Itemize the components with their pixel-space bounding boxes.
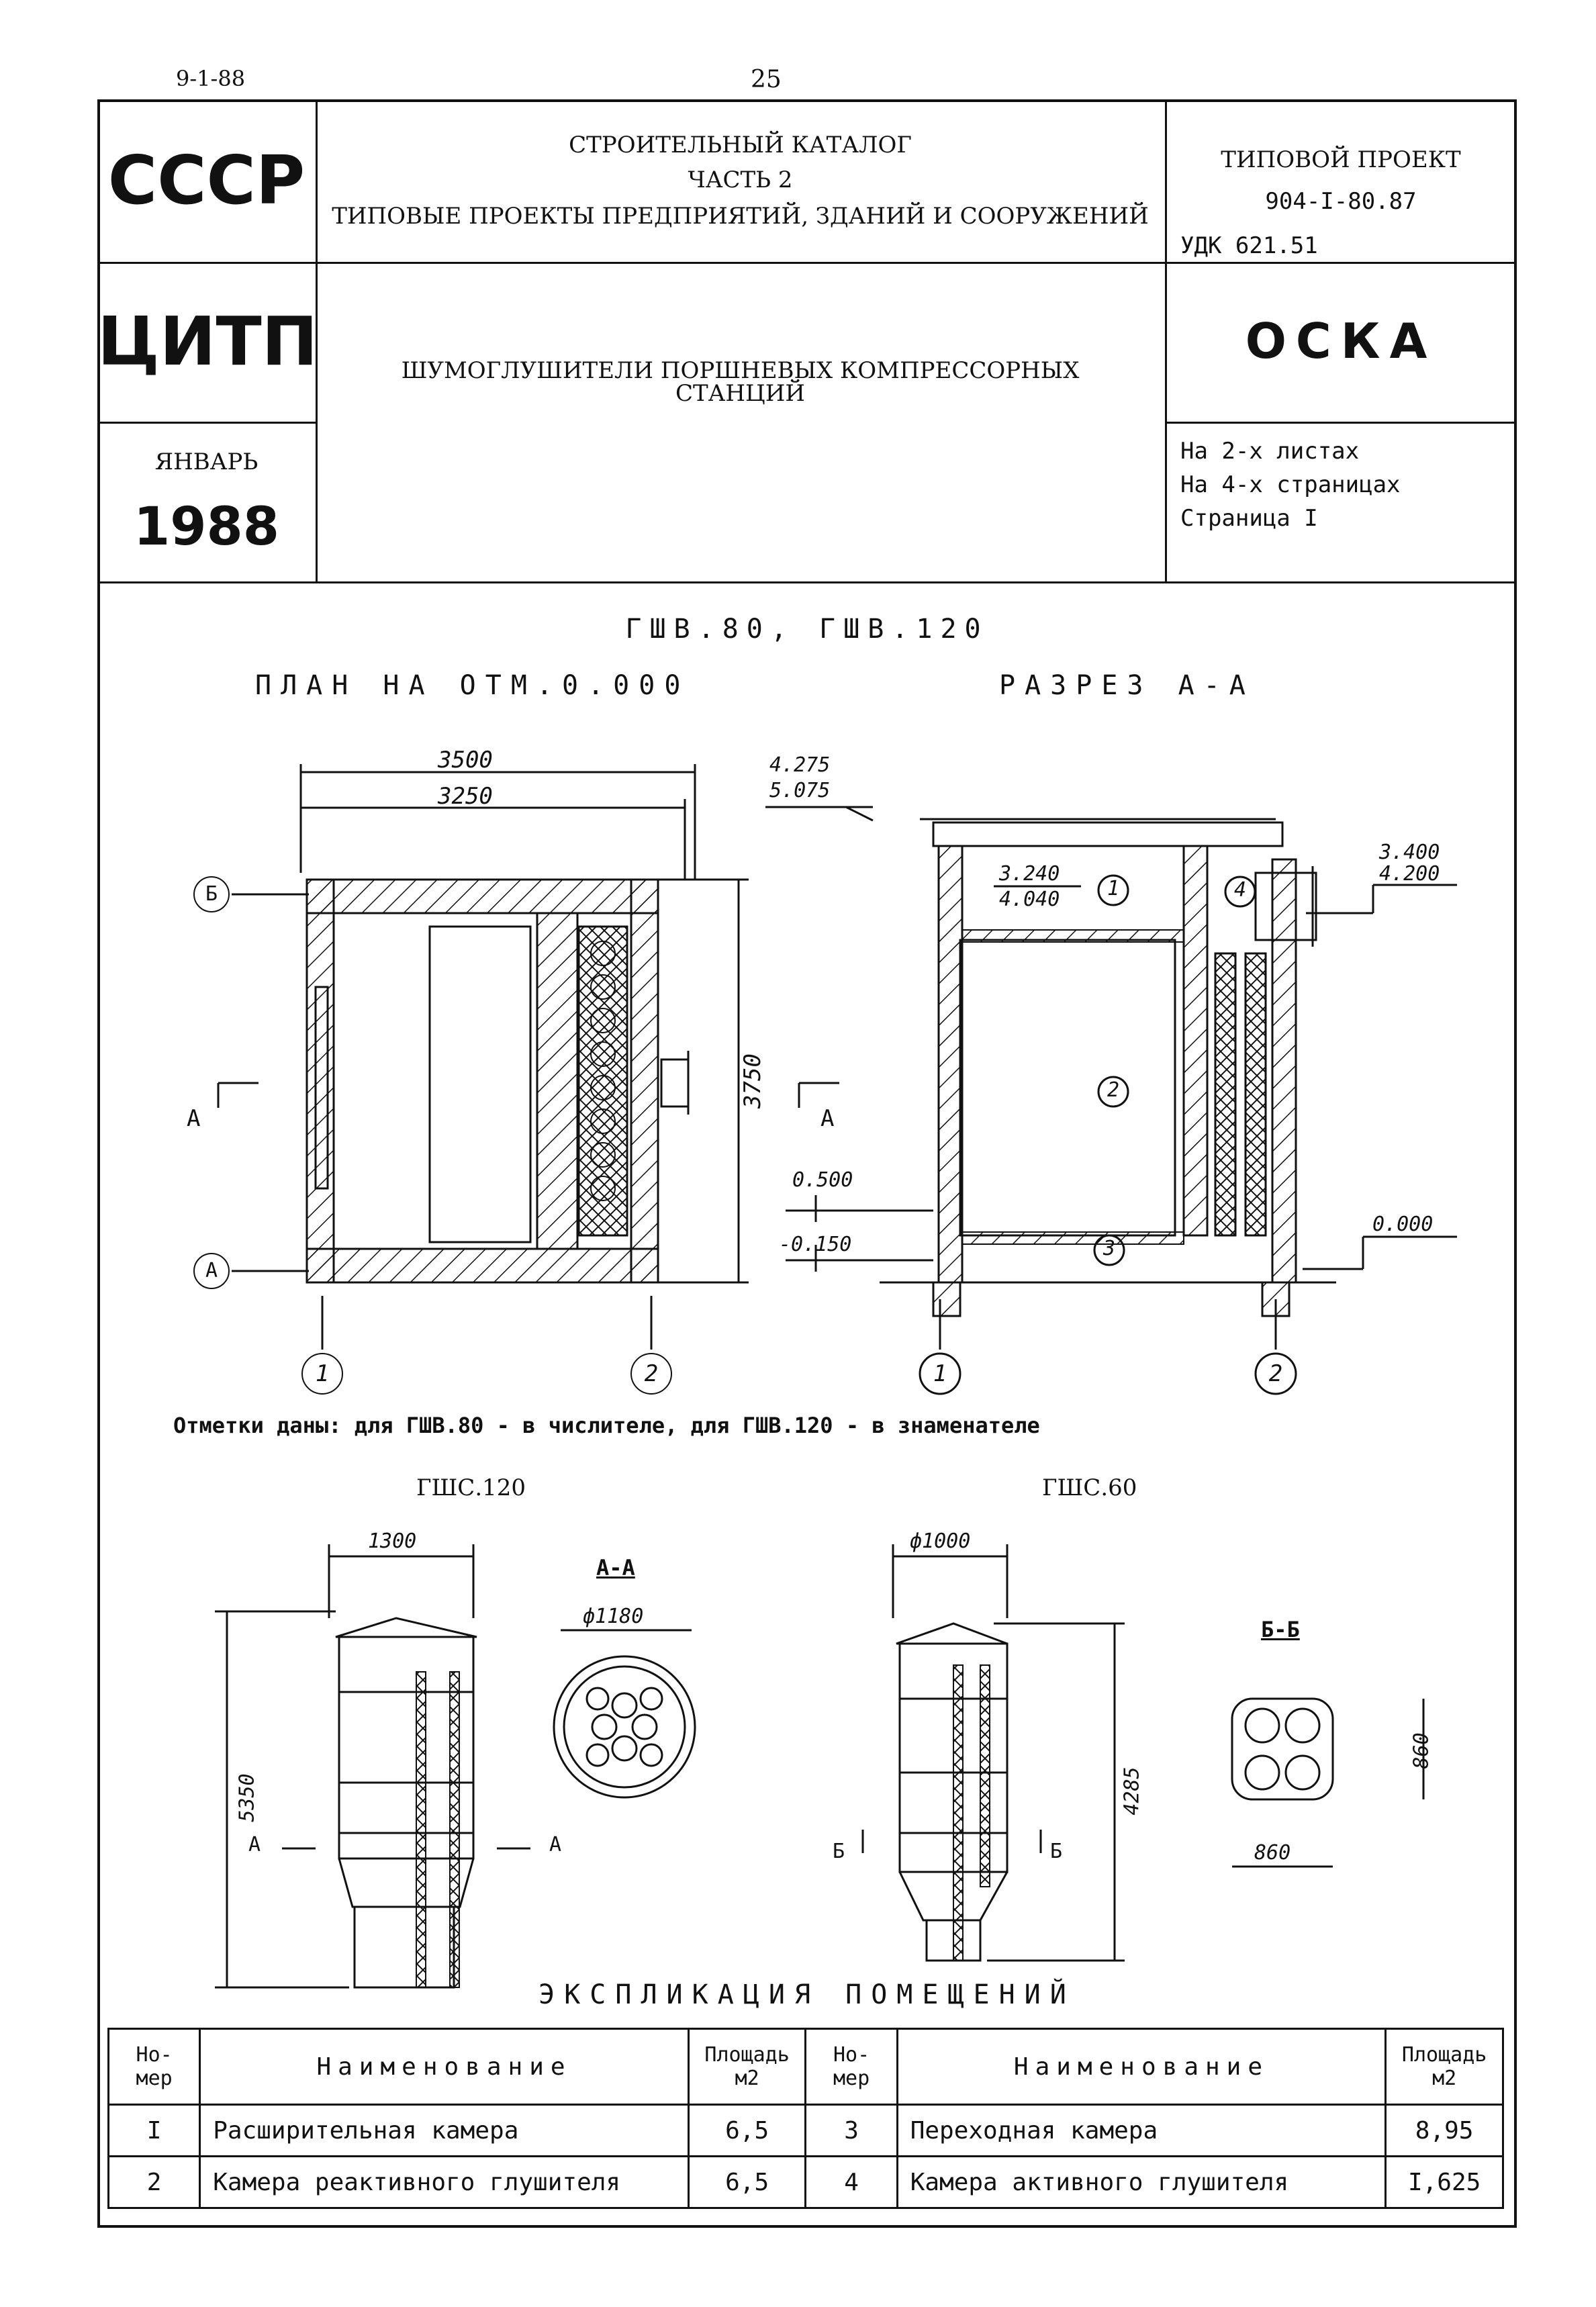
header-divider-left [316, 99, 318, 581]
row-area: 6,5 [687, 2155, 807, 2209]
col-name-left: Наименование [199, 2028, 690, 2106]
plan-dim-vertical: 3750 [739, 1053, 766, 1109]
col-area-right: Площадь м2 [1384, 2028, 1504, 2106]
gshs60-section-dim-h: 860 [1409, 1732, 1434, 1769]
header-bottom-line [97, 581, 1517, 583]
elev-right-b: 4.200 [1379, 862, 1440, 886]
elev-zero: 0.000 [1372, 1213, 1434, 1236]
gshs120-section-mark-left: А [248, 1833, 261, 1856]
table-row: I Расширительная камера 6,5 3 Переходная… [107, 2104, 1504, 2157]
org-sssr: СССР [107, 141, 306, 220]
doc-title-line1: ШУМОГЛУШИТЕЛИ ПОРШНЕВЫХ КОМПРЕССОРНЫХ [401, 357, 1080, 384]
col-number-left: Но-мер [107, 2028, 201, 2106]
gshs60-dim-width: ф1000 [910, 1529, 971, 1553]
section-axis-1: 1 [933, 1360, 947, 1387]
section-axis-2: 2 [1268, 1360, 1283, 1387]
row-number: I [107, 2104, 201, 2157]
gshs60-section-mark-left: Б [833, 1840, 845, 1863]
plan-dim-inner: 3250 [438, 783, 493, 810]
row-name: Расширительная камера [199, 2104, 690, 2157]
header-row-divider-2 [97, 422, 316, 424]
pages-info: На 4-х страницах [1180, 471, 1401, 498]
header-divider-right [1165, 99, 1167, 581]
gshs120-section-title: А-А [596, 1555, 635, 1581]
org-citp: ЦИТП [97, 302, 318, 381]
drawing-types: ГШВ.80, ГШВ.120 [625, 614, 989, 645]
row-number: 4 [804, 2155, 898, 2209]
gshs60-title: ГШС.60 [1042, 1474, 1137, 1501]
page-number: 25 [751, 66, 782, 93]
sheet-code: 9-1-88 [176, 66, 246, 91]
section-room-4: 4 [1233, 878, 1247, 902]
gshs60-section-dim-w: 860 [1254, 1841, 1291, 1865]
gshs120-dim-height: 5350 [235, 1773, 259, 1822]
plan-section-mark-left: А [187, 1105, 201, 1132]
col-area-left: Площадь м2 [687, 2028, 807, 2106]
row-area: 6,5 [687, 2104, 807, 2157]
col-name-right: Наименование [896, 2028, 1387, 2106]
elev-mid-a: 3.240 [999, 862, 1060, 886]
elev-m0150: -0.150 [779, 1233, 852, 1256]
plan-axis-a: А [205, 1259, 218, 1282]
col-number-right: Но-мер [804, 2028, 898, 2106]
elev-0500: 0.500 [792, 1168, 853, 1192]
gshs120-section-mark-right: А [549, 1833, 562, 1856]
elev-top-b: 5.075 [769, 779, 831, 802]
row-name: Переходная камера [896, 2104, 1387, 2157]
catalog-line2: ЧАСТЬ 2 [688, 167, 793, 193]
row-area: 8,95 [1384, 2104, 1504, 2157]
header-row-divider-1 [97, 262, 1517, 264]
catalog-line1: СТРОИТЕЛЬНЫЙ КАТАЛОГ [569, 132, 912, 158]
plan-title: ПЛАН НА ОТМ.0.000 [255, 670, 690, 701]
table-header-row: Но-мер Наименование Площадь м2 Но-мер На… [107, 2028, 1504, 2106]
catalog-line3: ТИПОВЫЕ ПРОЕКТЫ ПРЕДПРИЯТИЙ, ЗДАНИЙ И СО… [332, 203, 1149, 230]
section-room-1: 1 [1107, 877, 1120, 900]
row-number: 2 [107, 2155, 201, 2209]
row-area: I,625 [1384, 2155, 1504, 2209]
section-title: РАЗРЕЗ А-А [999, 670, 1255, 701]
doc-title-line2: СТАНЦИЙ [675, 380, 806, 407]
gshs120-dim-width: 1300 [368, 1529, 417, 1553]
elev-right-a: 3.400 [1379, 841, 1440, 864]
row-number: 3 [804, 2104, 898, 2157]
explication-title: ЭКСПЛИКАЦИЯ ПОМЕЩЕНИЙ [538, 1979, 1076, 2010]
page-frame [97, 99, 1517, 2228]
plan-dim-outer: 3500 [438, 747, 493, 773]
elevation-note: Отметки даны: для ГШВ.80 - в числителе, … [173, 1413, 1040, 1438]
doc-code: ОСКА [1245, 313, 1437, 369]
gshs120-title: ГШС.120 [416, 1474, 526, 1501]
project-number: 904-I-80.87 [1265, 188, 1417, 215]
plan-axis-b: Б [205, 882, 218, 906]
plan-axis-1: 1 [315, 1360, 330, 1387]
elev-mid-b: 4.040 [999, 888, 1060, 911]
row-name: Камера реактивного глушителя [199, 2155, 690, 2209]
row-name: Камера активного глушителя [896, 2155, 1387, 2209]
gshs60-section-mark-right: Б [1050, 1840, 1063, 1863]
gshs60-dim-height: 4285 [1120, 1767, 1144, 1816]
explication-table: Но-мер Наименование Площадь м2 Но-мер На… [107, 2028, 1504, 2209]
header-month: ЯНВАРЬ [154, 449, 259, 475]
header-year: 1988 [133, 497, 280, 557]
sheets-info: На 2-х листах [1180, 438, 1360, 465]
project-label: ТИПОВОЙ ПРОЕКТ [1221, 146, 1461, 173]
page-info: Страница I [1180, 505, 1318, 532]
gshs60-section-title: Б-Б [1261, 1617, 1300, 1642]
section-room-2: 2 [1107, 1078, 1120, 1102]
table-row: 2 Камера реактивного глушителя 6,5 4 Кам… [107, 2155, 1504, 2209]
plan-axis-2: 2 [644, 1360, 659, 1387]
plan-section-mark-right: А [820, 1105, 835, 1132]
header-row-divider-3 [1165, 422, 1517, 424]
elev-top-a: 4.275 [769, 753, 831, 777]
section-room-3: 3 [1102, 1237, 1116, 1260]
udk-code: УДК 621.51 [1180, 232, 1318, 259]
gshs120-section-dim: ф1180 [583, 1605, 644, 1628]
